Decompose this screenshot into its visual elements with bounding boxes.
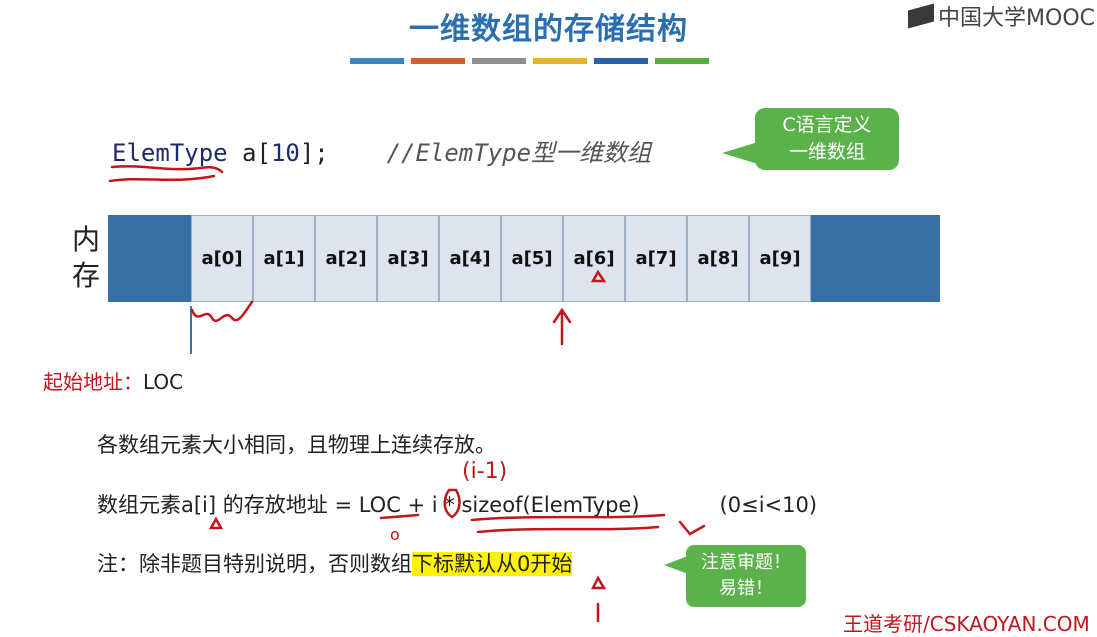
delta-mark: [678, 520, 706, 536]
address-formula: 数组元素a[i] 的存放地址 = LOC + i * sizeof(ElemTy…: [97, 493, 640, 517]
annotation-under-loc: o: [390, 525, 400, 544]
code-comment: //ElemType型一维数组: [386, 139, 652, 167]
page-title: 一维数组的存储结构: [409, 12, 688, 47]
callout-bottom-line2: 易错！: [719, 578, 773, 599]
underline-elemtype-2: [108, 174, 216, 183]
array-cell: a[5]: [501, 215, 563, 302]
array-cell: a[7]: [625, 215, 687, 302]
array-cell: a[0]: [191, 215, 253, 302]
title-color-bar: [594, 58, 648, 64]
note-text: 注：除非题目特别说明，否则数组: [97, 552, 412, 576]
handwritten-annotations: (i-1) o: [108, 165, 706, 622]
underline-sizeof: [470, 513, 666, 522]
code-declaration-name: a[: [227, 139, 271, 167]
title-color-bar: [411, 58, 465, 64]
mooc-logo: 中国大学MOOC: [908, 0, 1095, 32]
index-range: (0≤i<10): [719, 493, 818, 517]
start-address: 起始地址：LOC: [43, 366, 183, 395]
mark-a6: [590, 269, 607, 283]
title-color-bar: [533, 58, 587, 64]
title-color-bar: [350, 58, 404, 64]
start-address-label: 起始地址：: [43, 370, 143, 394]
memory-label: 内 存: [72, 222, 100, 294]
start-address-value: LOC: [143, 370, 184, 394]
code-declaration: ElemType a[10]; //ElemType型一维数组: [112, 133, 651, 168]
callout-top-line2: 一维数组: [788, 141, 865, 163]
callout-bottom-tail: [664, 556, 688, 574]
logo-text: 中国大学MOOC: [938, 6, 1095, 31]
memory-label-line2: 存: [72, 259, 101, 292]
array-cell: a[3]: [377, 215, 439, 302]
callout-c-definition: C语言定义 一维数组: [755, 108, 899, 170]
circle-i: [443, 488, 461, 519]
paragraph-contiguous: 各数组元素大小相同，且物理上连续存放。: [97, 433, 496, 457]
annotation-i-minus-1: (i-1): [462, 459, 507, 484]
callout-bottom-line1: 注意审题！: [701, 552, 791, 573]
array-cell: a[2]: [315, 215, 377, 302]
up-arrow-a6: [552, 307, 572, 346]
callout-top-line1: C语言定义: [782, 114, 872, 136]
memory-label-line1: 内: [72, 223, 101, 256]
code-type: ElemType: [112, 139, 228, 167]
code-size: 10: [270, 139, 300, 167]
underline-elemtype: [110, 165, 224, 174]
title-color-bar: [655, 58, 709, 64]
callout-attention: 注意审题！ 易错！: [686, 545, 806, 607]
paragraph-note: 注：除非题目特别说明，否则数组下标默认从0开始: [97, 548, 573, 578]
mark-ai: [208, 516, 224, 530]
array-cell: a[6]: [563, 215, 625, 302]
array-cell: a[4]: [439, 215, 501, 302]
mark-zero: [590, 575, 607, 590]
note-highlight: 下标默认从0开始: [412, 552, 573, 576]
start-address-arrow: [190, 306, 192, 354]
underline-sizeof-2: [476, 525, 660, 534]
callout-top-tail: [722, 142, 758, 164]
squiggle-start: [190, 300, 254, 323]
code-end: ];: [299, 139, 329, 167]
title-color-bar: [472, 58, 526, 64]
underline-loc: [379, 513, 420, 520]
array-cell: a[9]: [749, 215, 811, 302]
array-cell: a[8]: [687, 215, 749, 302]
paragraph-address-formula: 数组元素a[i] 的存放地址 = LOC + i * sizeof(ElemTy…: [97, 489, 817, 519]
array-cell: a[1]: [253, 215, 315, 302]
